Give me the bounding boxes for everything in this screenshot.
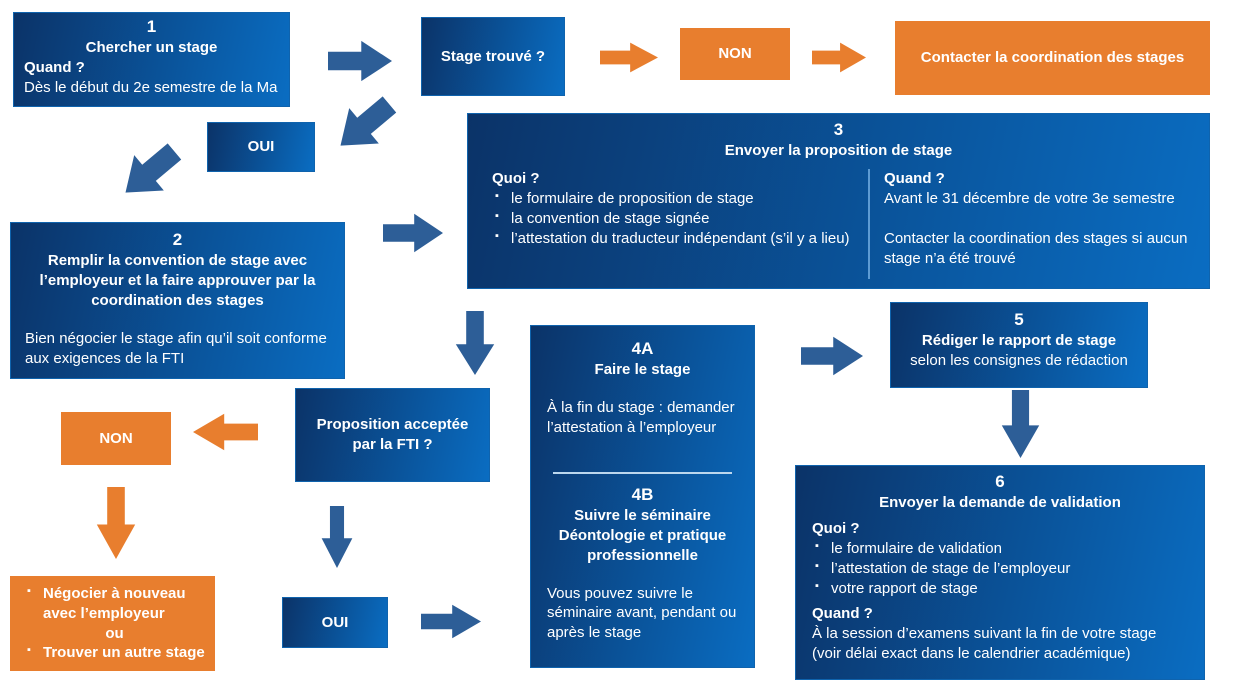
node-non-top: NON	[680, 28, 790, 80]
step3-quand-label: Quand ?	[884, 170, 945, 188]
node-non-left: NON	[61, 412, 171, 465]
step3-quoi-item: la convention de stage signée	[492, 209, 860, 229]
negocier-item: Négocier à nouveau avec l’employeur	[24, 584, 205, 624]
node-proposition: Proposition acceptée par la FTI ?	[295, 388, 490, 482]
contacter-label: Contacter la coordination des stages	[920, 49, 1185, 67]
node-step1: 1 Chercher un stage Quand ? Dès le début…	[13, 12, 290, 107]
arrow-non-to-negocier	[96, 487, 136, 559]
step1-title: Chercher un stage	[85, 39, 218, 57]
step3-quand-note: Contacter la coordination des stages si …	[884, 229, 1188, 267]
node-step3: 3 Envoyer la proposition de stage Quoi ?…	[467, 113, 1210, 289]
node-step2: 2 Remplir la convention de stage avec l’…	[10, 222, 345, 379]
arrow-step5-to-step6	[1001, 390, 1040, 458]
arrow-oui-to-step4	[421, 604, 481, 639]
arrow-step1-to-stagetrouve	[328, 40, 392, 82]
step6-quoi-item: le formulaire de validation	[812, 539, 1188, 559]
stage-trouve-label: Stage trouvé ?	[440, 47, 546, 65]
step2-title: Remplir la convention de stage avec l’em…	[39, 252, 316, 310]
step1-number: 1	[146, 17, 157, 36]
arrow-step2-to-step3	[383, 213, 443, 253]
arrow-proposition-to-non	[193, 413, 258, 451]
step6-quoi-label: Quoi ?	[812, 520, 860, 538]
step4a-title: Faire le stage	[594, 361, 691, 379]
oui-bottom-label: OUI	[321, 613, 349, 631]
non-top-label: NON	[718, 45, 752, 63]
node-stage-trouve: Stage trouvé ?	[421, 17, 565, 96]
step6-quand-label: Quand ?	[812, 605, 873, 623]
arrow-step4-to-step5	[801, 336, 863, 376]
node-negocier: Négocier à nouveau avec l’employeur ou T…	[10, 576, 215, 671]
step3-quoi-column: Quoi ? le formulaire de proposition de s…	[468, 169, 870, 280]
step6-quand-text: À la session d’examens suivant la fin de…	[812, 625, 1157, 643]
step6-quand-note: (voir délai exact dans le calendrier aca…	[812, 645, 1131, 663]
node-step4: 4A Faire le stage À la fin du stage : de…	[530, 325, 755, 668]
node-oui-top: OUI	[207, 122, 315, 172]
step3-quoi-label: Quoi ?	[492, 170, 540, 188]
oui-top-label: OUI	[247, 138, 275, 156]
arrow-oui-to-step2	[118, 143, 182, 196]
step4a-number: 4A	[631, 339, 654, 358]
non-left-label: NON	[99, 429, 133, 447]
step4b-title: Suivre le séminaire Déontologie et prati…	[558, 507, 727, 564]
arrow-proposition-to-oui	[321, 506, 353, 568]
node-step6: 6 Envoyer la demande de validation Quoi …	[795, 465, 1205, 680]
step3-quoi-item: le formulaire de proposition de stage	[492, 189, 860, 209]
step2-number: 2	[172, 230, 183, 249]
step6-title: Envoyer la demande de validation	[879, 494, 1121, 512]
arrow-stagetrouve-to-oui	[333, 96, 397, 149]
step6-quoi-item: votre rapport de stage	[812, 579, 1188, 599]
step6-quoi-item: l’attestation de stage de l’employeur	[812, 559, 1188, 579]
node-step5: 5 Rédiger le rapport de stage selon les …	[890, 302, 1148, 388]
step3-quand-column: Quand ? Avant le 31 décembre de votre 3e…	[870, 169, 1209, 279]
step5-title: Rédiger le rapport de stage	[921, 332, 1117, 350]
negocier-separator: ou	[105, 624, 124, 642]
node-oui-bottom: OUI	[282, 597, 388, 648]
step5-note: selon les consignes de rédaction	[910, 352, 1128, 370]
step5-number: 5	[1014, 310, 1024, 329]
step4b-note: Vous pouvez suivre le séminaire avant, p…	[547, 584, 737, 642]
step4b-number: 4B	[631, 484, 654, 504]
node-contacter: Contacter la coordination des stages	[895, 21, 1210, 95]
arrow-non-to-contacter	[812, 42, 866, 73]
proposition-label: Proposition acceptée par la FTI ?	[316, 416, 469, 453]
step1-quand-label: Quand ?	[24, 59, 85, 77]
arrow-step3-to-proposition	[455, 311, 495, 375]
step3-quoi-item: l’attestation du traducteur indépendant …	[492, 229, 860, 249]
negocier-item: Trouver un autre stage	[24, 643, 205, 663]
step6-number: 6	[995, 472, 1005, 491]
step4-divider	[553, 471, 732, 474]
step4a-note: À la fin du stage : demander l’attestati…	[547, 399, 735, 437]
step3-number: 3	[833, 120, 844, 139]
step2-note: Bien négocier le stage afin qu’il soit c…	[25, 329, 327, 367]
step1-quand-text: Dès le début du 2e semestre de la Ma	[24, 79, 278, 97]
step3-quand-text: Avant le 31 décembre de votre 3e semestr…	[884, 190, 1175, 208]
step3-title: Envoyer la proposition de stage	[724, 142, 953, 160]
arrow-stagetrouve-to-non	[600, 42, 658, 73]
